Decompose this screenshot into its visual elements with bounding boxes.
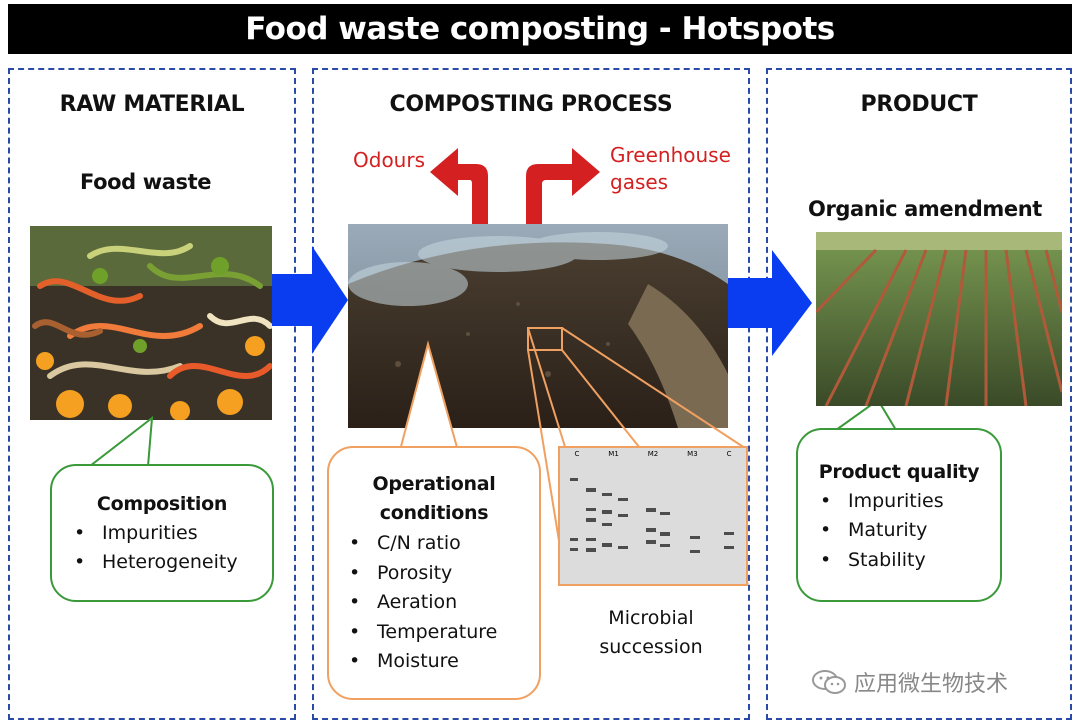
gel-lane-label: M1	[608, 450, 619, 458]
list-item: Maturity	[812, 516, 1000, 546]
microbial-line2: succession	[599, 636, 703, 659]
microbial-succession-label: Microbial succession	[566, 604, 736, 663]
product-panel	[766, 68, 1072, 720]
page-title: Food waste composting - Hotspots	[8, 4, 1072, 54]
food-waste-label: Food waste	[80, 170, 212, 194]
list-item: Impurities	[812, 487, 1000, 517]
watermark: 应用微生物技术	[812, 666, 1008, 698]
gel-lane-label: C	[574, 450, 580, 458]
list-item: Aeration	[341, 588, 539, 618]
list-item: Heterogeneity	[66, 548, 272, 578]
operational-title-line1: Operational	[372, 473, 496, 495]
operational-title-line2: conditions	[379, 501, 489, 524]
compost-pile-photo	[348, 224, 728, 428]
dgge-gel-image: C M1 M2 M3 C	[558, 446, 748, 586]
field-photo	[816, 232, 1062, 406]
flow-arrow-2	[728, 250, 812, 356]
list-item: C/N ratio	[341, 529, 539, 559]
product-quality-title: Product quality	[818, 461, 980, 483]
flow-arrow-1	[272, 246, 348, 354]
list-item: Moisture	[341, 647, 539, 677]
operational-conditions-callout: Operational conditions C/N ratio Porosit…	[327, 446, 541, 700]
list-item: Temperature	[341, 618, 539, 648]
composition-callout: Composition Impurities Heterogeneity	[50, 464, 274, 602]
composting-process-panel	[312, 68, 750, 720]
gel-lane-label: C	[726, 450, 732, 458]
food-waste-photo	[30, 226, 272, 420]
product-quality-callout: Product quality Impurities Maturity Stab…	[796, 428, 1002, 602]
composition-title: Composition	[96, 493, 228, 515]
watermark-text: 应用微生物技术	[854, 672, 1009, 697]
organic-amendment-label: Organic amendment	[808, 197, 1042, 221]
odours-label: Odours	[353, 148, 425, 172]
composition-list: Impurities Heterogeneity	[52, 519, 272, 578]
operational-list: C/N ratio Porosity Aeration Temperature …	[329, 529, 539, 677]
gel-lane-label: M3	[687, 450, 698, 458]
greenhouse-label-line2: gases	[610, 170, 669, 194]
raw-material-panel	[8, 68, 296, 720]
product-quality-list: Impurities Maturity Stability	[798, 487, 1000, 576]
greenhouse-label-line1: Greenhouse	[610, 143, 731, 167]
composting-process-heading: COMPOSTING PROCESS	[389, 92, 673, 117]
emission-arrows	[430, 148, 600, 228]
gel-lane-label: M2	[647, 450, 659, 458]
microbial-line1: Microbial	[608, 607, 694, 629]
raw-material-heading: RAW MATERIAL	[59, 92, 245, 117]
list-item: Porosity	[341, 559, 539, 589]
list-item: Impurities	[66, 519, 272, 549]
product-heading: PRODUCT	[860, 92, 978, 117]
list-item: Stability	[812, 546, 1000, 576]
wechat-icon	[812, 670, 846, 694]
